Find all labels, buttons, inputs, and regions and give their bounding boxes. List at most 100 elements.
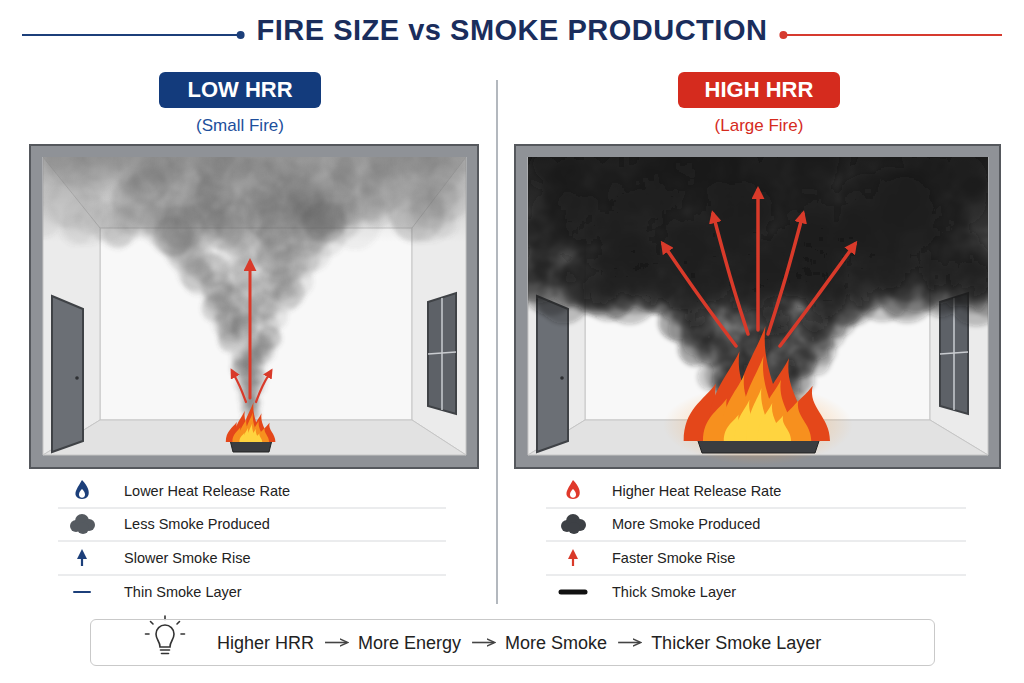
chain-arrow [618, 642, 640, 644]
badge-label: LOW HRR [159, 72, 321, 108]
thin-smoke [81, 157, 108, 166]
chain-step: Thicker Smoke Layer [651, 632, 821, 654]
smoke-rise-arrow [663, 244, 736, 346]
thick-smoke [949, 259, 979, 289]
thin-smoke [119, 173, 140, 194]
thin-smoke [152, 164, 185, 197]
feature-icon [77, 522, 89, 534]
feature-icon [570, 489, 576, 498]
feature-text: Faster Smoke Rise [612, 549, 735, 567]
fire-size-badge: LOW HRR (Small Fire) [159, 72, 321, 136]
thin-smoke [350, 186, 387, 223]
feature-text: Higher Heat Release Rate [612, 482, 781, 500]
lightbulb-icon [181, 633, 185, 635]
feature-text: More Smoke Produced [612, 515, 760, 533]
thin-smoke [428, 176, 466, 219]
thin-smoke [43, 157, 84, 176]
chain-arrow [472, 642, 494, 644]
large-flame [768, 416, 791, 441]
thin-smoke [329, 157, 356, 184]
feature-icon [81, 552, 83, 566]
smoke-rise-arrow [249, 262, 252, 398]
room-large-fire [515, 145, 1000, 468]
thick-smoke [585, 173, 641, 229]
lightbulb-icon [161, 649, 170, 651]
feature-text: Less Smoke Produced [124, 515, 270, 533]
window [940, 352, 968, 354]
room-small-fire [100, 228, 412, 420]
thin-smoke [183, 192, 225, 234]
window [428, 352, 456, 354]
window [428, 293, 456, 414]
smoke-rise-arrow [256, 371, 271, 402]
row-separator [546, 541, 966, 542]
smoke-rise-arrow [768, 214, 803, 334]
feature-icon [561, 590, 585, 595]
badge-subtitle: (Small Fire) [159, 116, 321, 136]
thin-smoke [394, 208, 427, 241]
door [52, 296, 83, 452]
lightbulb-icon [146, 633, 150, 635]
feature-text: Lower Heat Release Rate [124, 482, 290, 500]
row-separator [58, 508, 966, 575]
lightbulb-icon [151, 622, 154, 625]
feature-icon [568, 522, 580, 534]
title-rule [22, 34, 241, 36]
feature-icon [75, 480, 88, 499]
small-flame [226, 402, 276, 442]
row-separator [58, 508, 446, 509]
smoke-rise-arrow [780, 244, 855, 346]
door [75, 376, 79, 380]
door [560, 376, 564, 380]
lightbulb-icon [146, 616, 185, 654]
thin-smoke [43, 157, 466, 425]
title-rule [779, 31, 787, 39]
feature-text: Slower Smoke Rise [124, 549, 251, 567]
row-separator [546, 508, 966, 509]
window [441, 298, 443, 410]
room-large-fire [528, 157, 988, 455]
fire-size-badge: HIGH HRR (Large Fire) [678, 72, 840, 136]
lightbulb-icon [156, 625, 174, 647]
thin-smoke [43, 157, 466, 425]
room-small-fire [43, 157, 466, 455]
window [428, 293, 456, 414]
title-rule [237, 31, 245, 39]
row-separator [546, 575, 966, 576]
thick-smoke [575, 274, 617, 316]
thin-smoke [281, 165, 309, 193]
smoke-rise-arrow [232, 371, 246, 402]
chain-arrow [325, 642, 347, 644]
thick-smoke [932, 171, 988, 227]
row-separator [58, 541, 446, 542]
diagram-title: FIRE SIZE vs SMOKE PRODUCTION [257, 14, 768, 47]
thick-smoke [528, 257, 549, 294]
divider-line [496, 80, 498, 604]
badge-label: HIGH HRR [678, 72, 840, 108]
feature-icon [70, 480, 586, 592]
feature-icon [572, 552, 574, 566]
thick-smoke [839, 173, 895, 229]
small-flame [254, 433, 262, 442]
smoke-rise-arrow [232, 190, 855, 402]
thin-smoke [102, 208, 140, 246]
door [52, 296, 83, 452]
lightbulb-icon [162, 653, 169, 655]
badge-subtitle: (Large Fire) [678, 116, 840, 136]
feature-icon [79, 489, 85, 498]
feature-icon [74, 591, 90, 593]
room-large-fire [515, 145, 1000, 468]
chain-step: More Smoke [505, 632, 607, 654]
thin-smoke [237, 190, 279, 232]
chain-step: Higher HRR [217, 632, 314, 654]
title-rule [783, 34, 1002, 36]
large-flame [684, 326, 830, 441]
room-small-fire [30, 145, 478, 468]
thin-smoke [303, 192, 345, 234]
chain-step: More Energy [358, 632, 461, 654]
feature-text: Thick Smoke Layer [612, 583, 736, 601]
smoke-rise-arrow [713, 214, 748, 334]
smoke-rise-arrow [756, 190, 760, 330]
feature-icon [566, 480, 579, 499]
